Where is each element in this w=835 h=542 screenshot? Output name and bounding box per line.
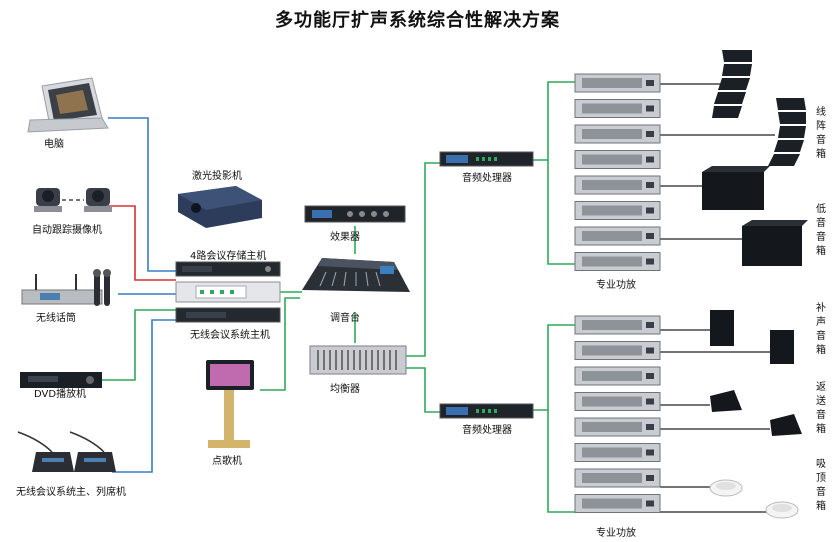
ceiling-speaker-icon (709, 479, 799, 519)
projector-icon (178, 186, 262, 228)
amplifier-unit (574, 201, 661, 220)
effects-processor-icon (304, 205, 406, 223)
line-computer (108, 117, 176, 272)
dvd-player-icon (20, 372, 102, 388)
line-camera (108, 205, 176, 281)
label-wireless-mic: 无线话筒 (36, 313, 76, 324)
line-proc-top-amps (533, 81, 575, 161)
line-proc-bottom-amps (533, 324, 575, 411)
amplifier-unit (574, 175, 661, 195)
audio-processor-bottom-icon (439, 403, 534, 419)
page-title: 多功能厅扩声系统综合性解决方案 (275, 10, 560, 31)
label-storage-host: 4路会议存储主机 (190, 251, 267, 262)
conference-host-icon (175, 307, 281, 323)
amplifier-unit (574, 124, 661, 144)
label-monitor: 返送音箱 (816, 382, 826, 435)
connection-lines (102, 81, 775, 513)
monitor-speaker-icon (710, 390, 802, 436)
audio-processor-top-icon (439, 151, 534, 167)
label-processor-top: 音频处理器 (462, 173, 512, 184)
fill-speaker-icon (710, 310, 794, 364)
label-equalizer: 均衡器 (330, 384, 360, 395)
line-conf-units (112, 319, 176, 473)
amplifier-unit (574, 443, 661, 462)
label-line-array: 线阵音箱 (816, 107, 826, 160)
label-amp-top: 专业功放 (596, 280, 636, 291)
line-array-speaker-icon (712, 50, 806, 166)
amplifier-unit (574, 341, 661, 360)
mixer-icon (302, 258, 410, 292)
label-conf-units: 无线会议系统主、列席机 (16, 487, 126, 498)
amp-stack-bottom (574, 315, 661, 513)
karaoke-icon (206, 360, 254, 448)
label-conf-host: 无线会议系统主机 (190, 330, 270, 341)
label-amp-bottom: 专业功放 (596, 528, 636, 539)
label-ceiling: 吸顶音箱 (816, 459, 826, 512)
amplifier-unit (574, 392, 661, 411)
label-effects: 效果器 (330, 232, 360, 243)
label-fill-speaker: 补声音箱 (816, 303, 826, 356)
label-computer: 电脑 (44, 139, 64, 150)
amplifier-unit (574, 226, 661, 246)
amplifier-unit (574, 417, 661, 437)
amp-stack-top (574, 73, 661, 271)
equalizer-icon (309, 345, 407, 375)
amplifier-unit (574, 315, 661, 335)
ptz-camera-icon (34, 188, 112, 212)
storage-host-icon (175, 261, 281, 277)
amplifier-unit (574, 150, 661, 169)
line-karaoke (260, 297, 300, 391)
line-eq-proc-top (405, 162, 440, 357)
amplifier-unit (574, 73, 661, 93)
label-subwoofer: 低音音箱 (816, 204, 826, 257)
wireless-mic-icon (21, 269, 111, 306)
amplifier-unit (574, 366, 661, 386)
amplifier-unit (574, 252, 661, 271)
line-proc-top-amps-2 (547, 160, 575, 265)
line-eq-proc-bottom (405, 367, 440, 413)
amplifier-unit (574, 99, 661, 118)
label-dvd: DVD播放机 (34, 389, 87, 400)
line-dvd (102, 309, 176, 381)
label-processor-bottom: 音频处理器 (462, 425, 512, 436)
amplifier-unit (574, 494, 661, 513)
line-proc-bottom-amps-2 (547, 410, 575, 513)
label-mixer: 调音台 (330, 313, 360, 324)
amplifier-unit (574, 468, 661, 488)
label-karaoke: 点歌机 (212, 456, 242, 467)
label-projector: 激光投影机 (192, 171, 242, 182)
label-camera: 自动跟踪摄像机 (32, 225, 102, 236)
conference-unit-icon (17, 431, 116, 472)
subwoofer-icon (702, 166, 808, 266)
audio-matrix-icon (175, 281, 281, 303)
laptop-icon (27, 77, 109, 133)
